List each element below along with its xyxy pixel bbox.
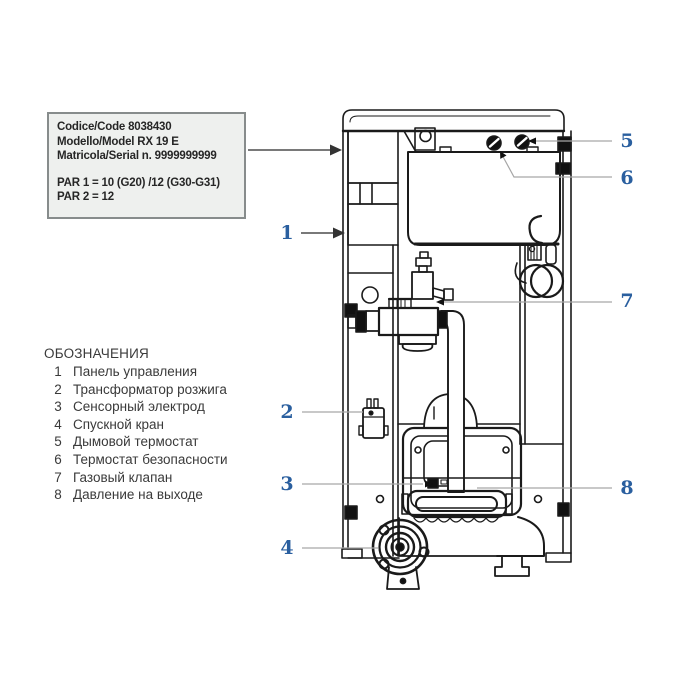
legend-item: 2 Трансформатор розжига <box>44 381 228 399</box>
callout-8: 8 <box>620 477 634 499</box>
code-line: Codice/Code 8038430 <box>57 121 172 133</box>
smoke-thermostat-screw <box>486 135 502 151</box>
burner <box>398 477 545 577</box>
legend-item-number: 2 <box>54 381 62 397</box>
control-panel <box>347 130 399 246</box>
callout-3: 3 <box>280 473 294 495</box>
callout-1: 1 <box>280 222 294 244</box>
legend-item-label: Спускной кран <box>73 416 164 432</box>
right-latch-icon <box>557 502 570 517</box>
legend-item-label: Газовый клапан <box>73 469 173 485</box>
legend-item-number: 3 <box>54 399 62 415</box>
callout-7: 7 <box>620 290 634 312</box>
right-latch-icon <box>557 136 572 152</box>
gas-pipe <box>439 310 465 493</box>
legend-item: 3 Сенсорный электрод <box>44 398 228 416</box>
legend-item-number: 4 <box>54 416 62 432</box>
legend-item-number: 1 <box>54 364 62 379</box>
legend-item-number: 6 <box>54 451 62 467</box>
legend-item-number: 5 <box>54 434 62 450</box>
par2-line: PAR 2 = 12 <box>57 191 114 203</box>
right-latch-icon <box>555 162 571 175</box>
safety-thermostat-screw <box>514 134 530 150</box>
gas-valve <box>347 251 454 352</box>
legend-item: 5 Дымовой термостат <box>44 433 228 451</box>
callout-4: 4 <box>280 537 294 559</box>
legend-item: 8 Давление на выходе <box>44 486 228 504</box>
callout-arrows <box>248 144 345 239</box>
rating-plate-box: Codice/Code 8038430 Modello/Model RX 19 … <box>47 112 246 219</box>
legend-item-label: Панель управления <box>73 364 198 379</box>
model-line: Modello/Model RX 19 E <box>57 135 179 148</box>
callout-2: 2 <box>280 401 294 423</box>
left-latch-icon <box>344 505 358 520</box>
legend-item-number: 7 <box>54 469 62 485</box>
legend: ОБОЗНАЧЕНИЯ 1 Панель управления 2 Трансф… <box>44 344 228 504</box>
ignition-transformer <box>358 398 389 439</box>
legend-item: 6 Термостат безопасности <box>44 451 228 469</box>
leader-arrowheads <box>425 137 536 488</box>
legend-item-label: Сенсорный электрод <box>73 399 205 415</box>
leader-lines <box>302 140 612 549</box>
legend-item-label: Трансформатор розжига <box>73 381 227 397</box>
spacer <box>57 164 244 176</box>
legend-title: ОБОЗНАЧЕНИЯ <box>44 346 149 361</box>
serial-line: Matricola/Serial n. 9999999999 <box>57 150 217 162</box>
legend-item: 7 Газовый клапан <box>44 469 228 487</box>
legend-item: 1 Панель управления <box>44 363 228 381</box>
legend-item-label: Термостат безопасности <box>73 451 228 467</box>
par1-line: PAR 1 = 10 (G20) /12 (G30-G31) <box>57 176 220 189</box>
callout-5: 5 <box>620 130 634 152</box>
flue-opening <box>518 263 565 299</box>
legend-item: 4 Спускной кран <box>44 416 228 434</box>
heat-exchanger-casing <box>403 127 561 284</box>
legend-item-number: 8 <box>54 487 62 503</box>
drain-valve <box>371 518 430 590</box>
callout-6: 6 <box>620 167 634 189</box>
legend-item-label: Дымовой термостат <box>73 434 199 450</box>
legend-item-label: Давление на выходе <box>73 487 203 503</box>
